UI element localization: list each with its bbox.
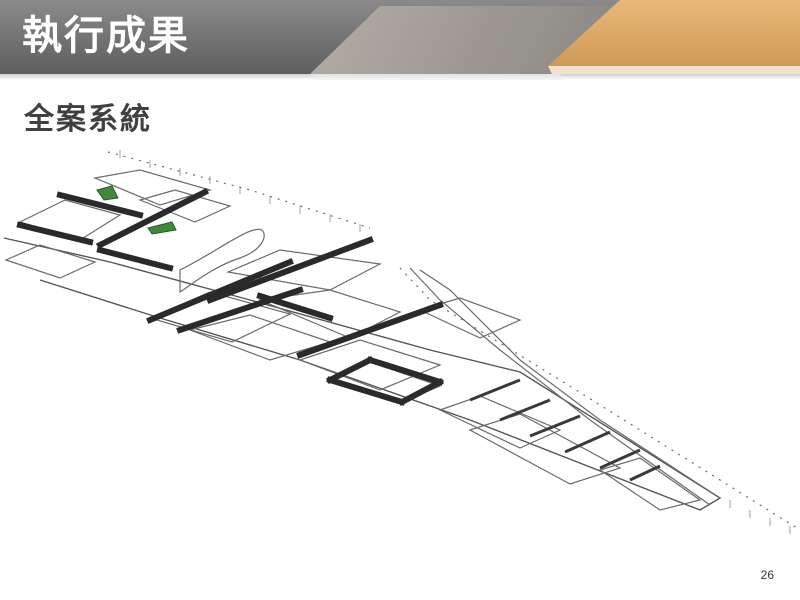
isometric-pipe-network-drawing — [3, 150, 800, 534]
header-banner — [0, 0, 800, 80]
slide-header: 執行成果 — [0, 0, 800, 80]
slide-subtitle: 全案系統 — [24, 102, 152, 137]
page-number: 26 — [760, 568, 774, 582]
slide-title: 執行成果 — [22, 13, 190, 59]
